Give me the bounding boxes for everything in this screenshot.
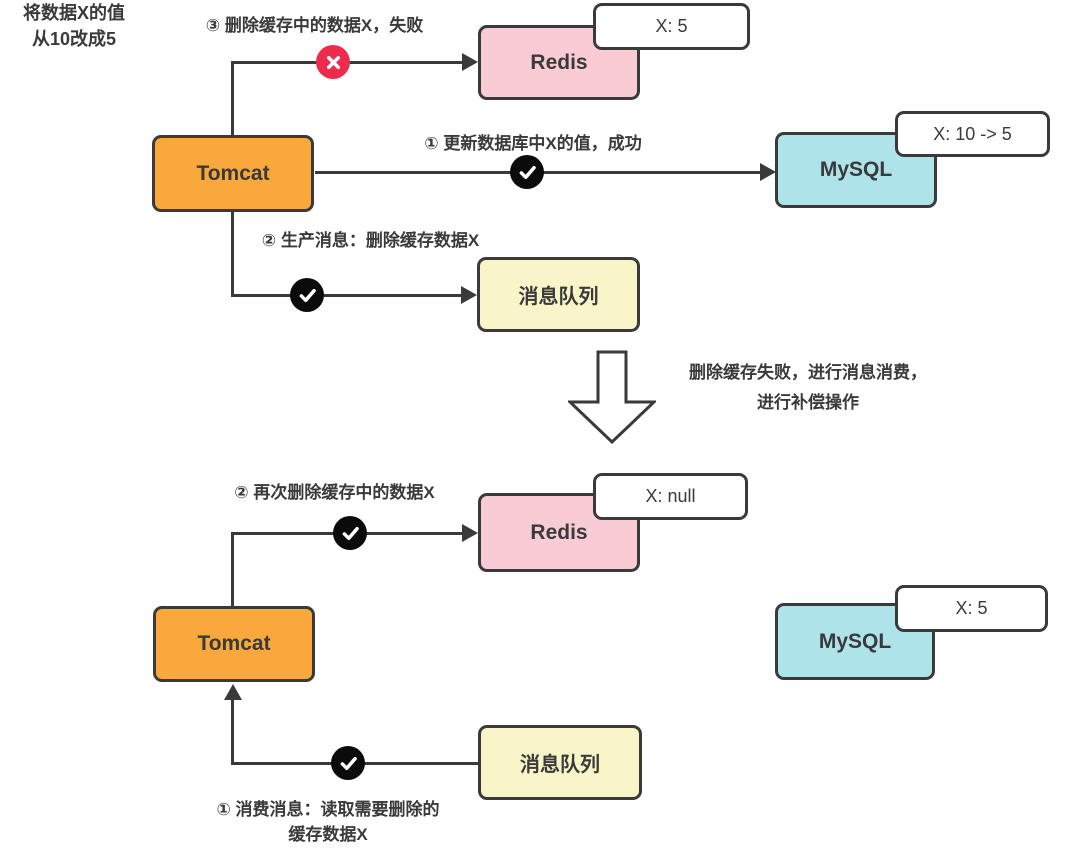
mysql-label-bottom: MySQL bbox=[818, 629, 892, 653]
actor-intent-label: 将数据X的值 从10改成5 bbox=[0, 0, 148, 52]
bottom-step2-connector-vertical bbox=[231, 533, 234, 606]
bottom-step1-connector-vertical bbox=[231, 699, 234, 765]
step1-arrowhead bbox=[760, 163, 776, 181]
redis-label-top: Redis bbox=[530, 50, 588, 74]
tomcat-node-top: Tomcat bbox=[152, 135, 314, 212]
transition-caption: 删除缓存失败，进行消息消费， 进行补偿操作 bbox=[658, 358, 958, 418]
redis-value-text-top: X: 5 bbox=[655, 16, 688, 36]
bottom-step2-label: ② 再次删除缓存中的数据X bbox=[234, 483, 435, 502]
bottom-step2-arrowhead bbox=[462, 524, 478, 542]
bottom-step1-label-line1: ① 消费消息：读取需要删除的 bbox=[216, 800, 440, 819]
transition-caption-line1: 删除缓存失败，进行消息消费， bbox=[689, 363, 927, 382]
transition-caption-line2: 进行补偿操作 bbox=[757, 393, 859, 412]
actor-intent-line1: 将数据X的值 bbox=[22, 3, 125, 23]
actor-intent-line2: 从10改成5 bbox=[31, 29, 117, 49]
check-icon-step1 bbox=[510, 155, 544, 189]
redis-label-bottom: Redis bbox=[530, 520, 588, 544]
bottom-step1-label-line2: 缓存数据X bbox=[288, 825, 368, 844]
message-queue-label-top: 消息队列 bbox=[518, 286, 599, 308]
step2-connector-horizontal bbox=[231, 294, 461, 297]
down-arrow-icon bbox=[568, 350, 656, 444]
step3-connector-vertical bbox=[231, 62, 234, 135]
bottom-step1-arrowhead bbox=[224, 684, 242, 700]
message-queue-node-top: 消息队列 bbox=[477, 257, 640, 332]
mysql-value-note-top: X: 10 -> 5 bbox=[895, 111, 1050, 157]
step1-label: ① 更新数据库中X的值，成功 bbox=[424, 134, 642, 153]
step2-label: ② 生产消息：删除缓存数据X bbox=[261, 231, 480, 250]
mysql-value-text-top: X: 10 -> 5 bbox=[933, 123, 1012, 144]
check-icon-step2 bbox=[290, 278, 324, 312]
message-queue-label-bottom: 消息队列 bbox=[520, 754, 600, 776]
redis-value-text-bottom: X: null bbox=[645, 486, 696, 506]
x-icon bbox=[316, 45, 350, 79]
mysql-value-note-bottom: X: 5 bbox=[895, 585, 1048, 632]
redis-value-note-bottom: X: null bbox=[593, 473, 748, 520]
redis-value-note-top: X: 5 bbox=[593, 3, 750, 50]
tomcat-node-bottom: Tomcat bbox=[153, 606, 315, 682]
redis-node-bottom: Redis bbox=[478, 493, 640, 572]
step2-connector-vertical bbox=[231, 212, 234, 295]
check-icon-bottom-step1 bbox=[331, 746, 365, 780]
tomcat-label-top: Tomcat bbox=[196, 161, 270, 185]
step2-arrowhead bbox=[461, 286, 477, 304]
bottom-step1-label: ① 消费消息：读取需要删除的 缓存数据X bbox=[178, 797, 478, 847]
step3-arrowhead bbox=[462, 53, 478, 71]
message-queue-node-bottom: 消息队列 bbox=[478, 725, 642, 800]
tomcat-label-bottom: Tomcat bbox=[197, 632, 271, 655]
step3-label: ③ 删除缓存中的数据X，失败 bbox=[205, 16, 424, 35]
mysql-value-text-bottom: X: 5 bbox=[955, 598, 988, 618]
mysql-label-top: MySQL bbox=[819, 158, 893, 181]
check-icon-bottom-step2 bbox=[333, 516, 367, 550]
